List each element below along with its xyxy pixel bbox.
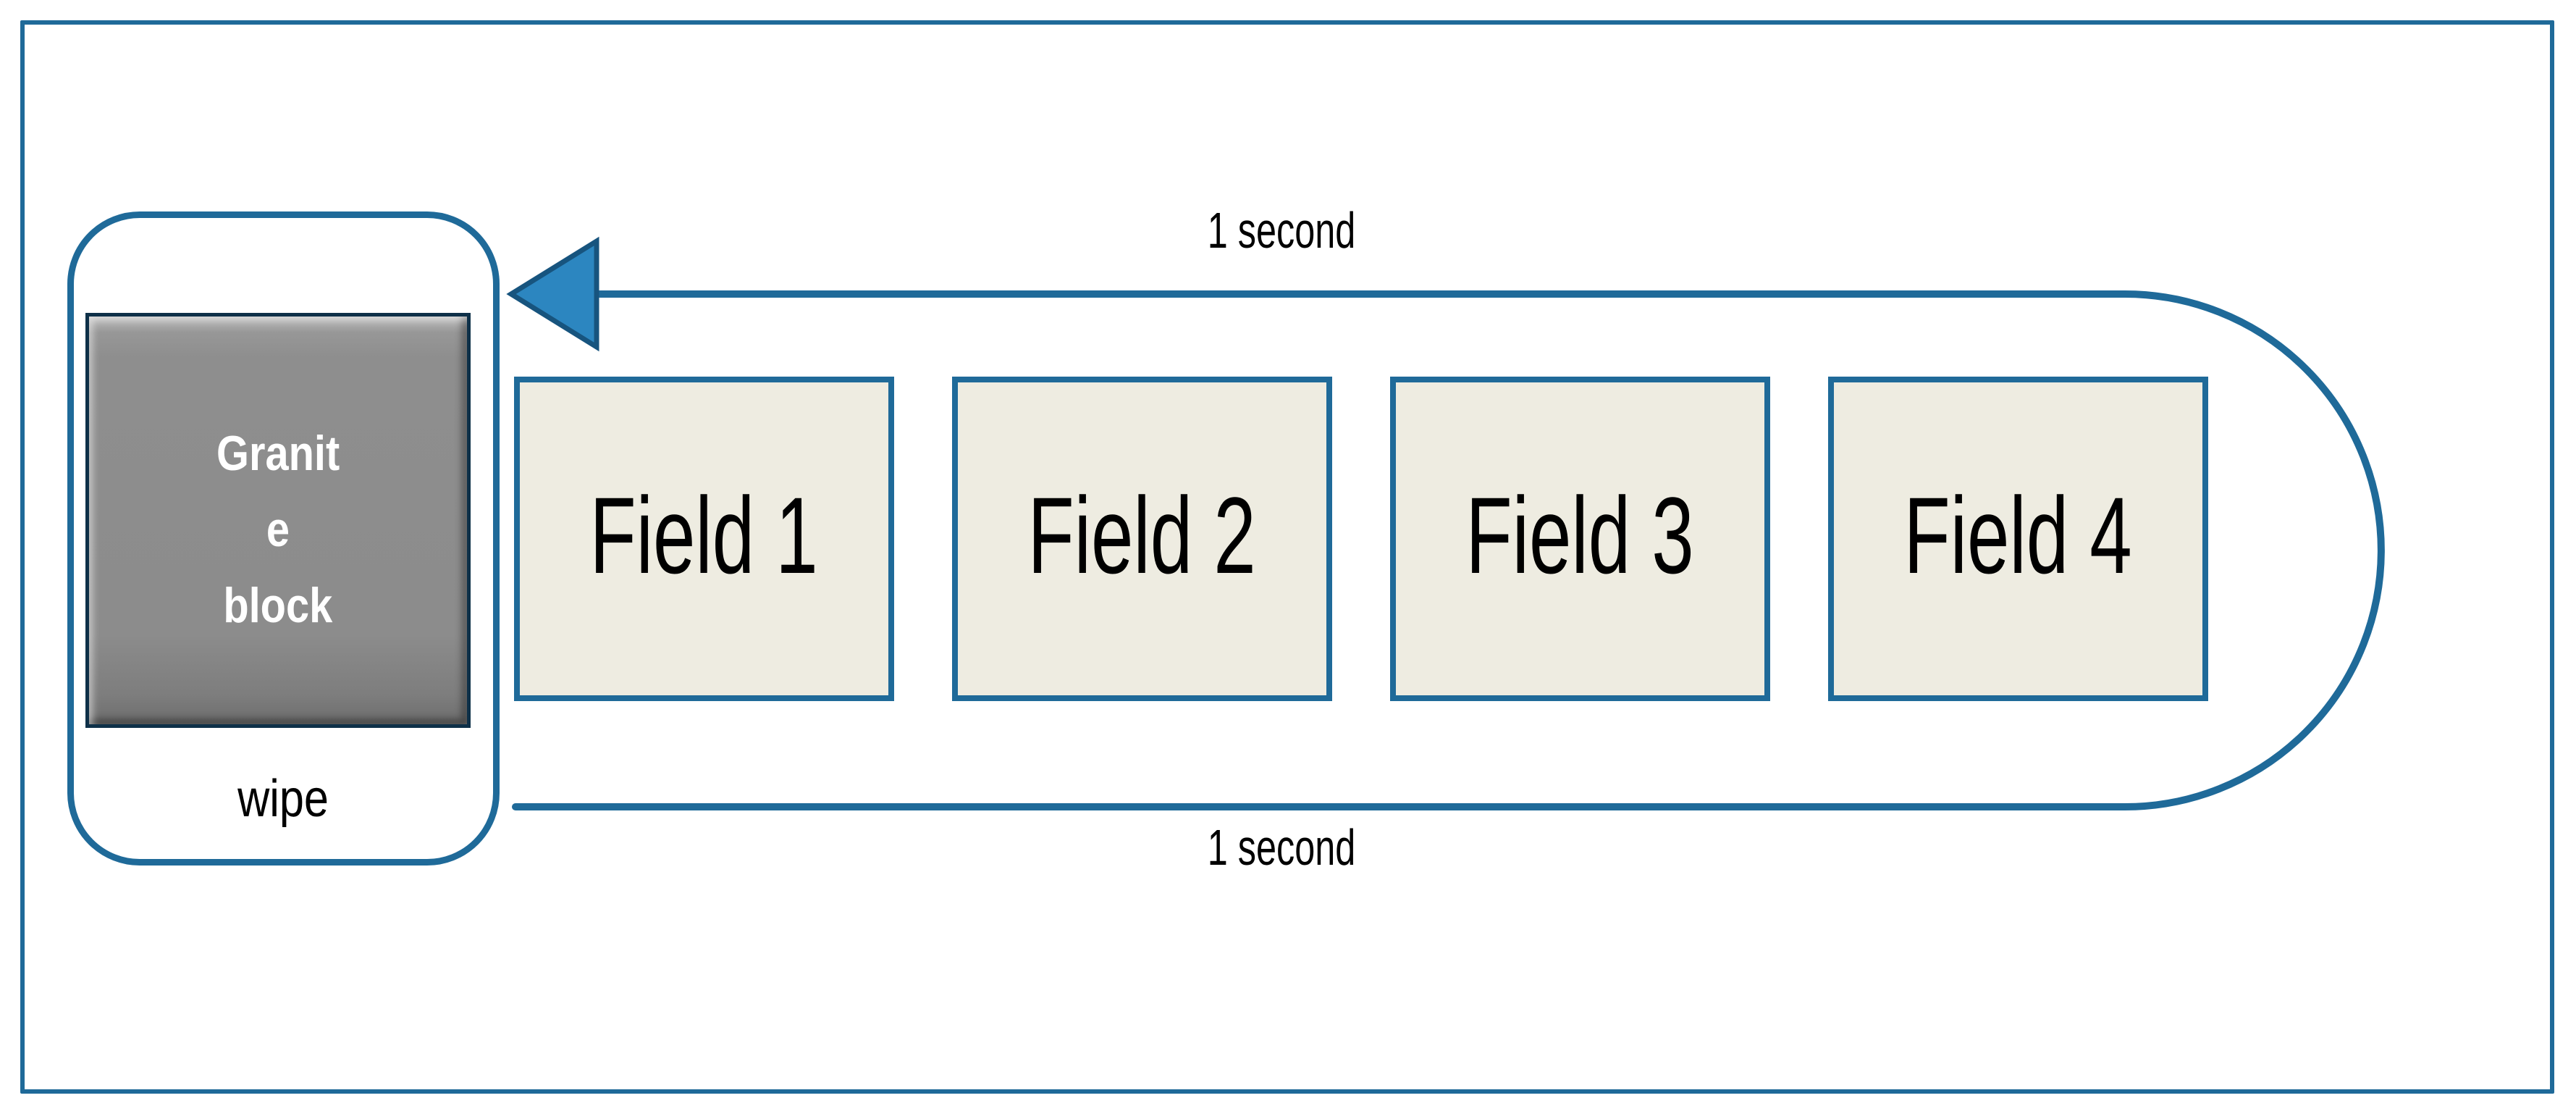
granite-block-label-line: block (223, 578, 333, 633)
granite-block: Granit e block (85, 313, 471, 728)
field-box-1: Field 1 (514, 377, 894, 701)
duration-label-top-text: 1 second (1207, 202, 1356, 259)
wipe-label-text: wipe (237, 770, 329, 828)
granite-block-label-line: Granit (216, 426, 340, 481)
wipe-label: wipe (67, 766, 500, 831)
duration-label-bottom: 1 second (1028, 818, 1535, 876)
duration-label-top: 1 second (1028, 201, 1535, 259)
field-label: Field 4 (1903, 474, 2133, 596)
field-box-3: Field 3 (1390, 377, 1770, 701)
field-label: Field 1 (589, 474, 819, 596)
field-box-4: Field 4 (1828, 377, 2208, 701)
field-box-2: Field 2 (952, 377, 1332, 701)
field-label: Field 3 (1465, 474, 1695, 596)
granite-block-label-line: e (266, 502, 290, 557)
field-label: Field 2 (1027, 474, 1257, 596)
outer-frame (20, 20, 2554, 1094)
duration-label-bottom-text: 1 second (1207, 819, 1356, 876)
